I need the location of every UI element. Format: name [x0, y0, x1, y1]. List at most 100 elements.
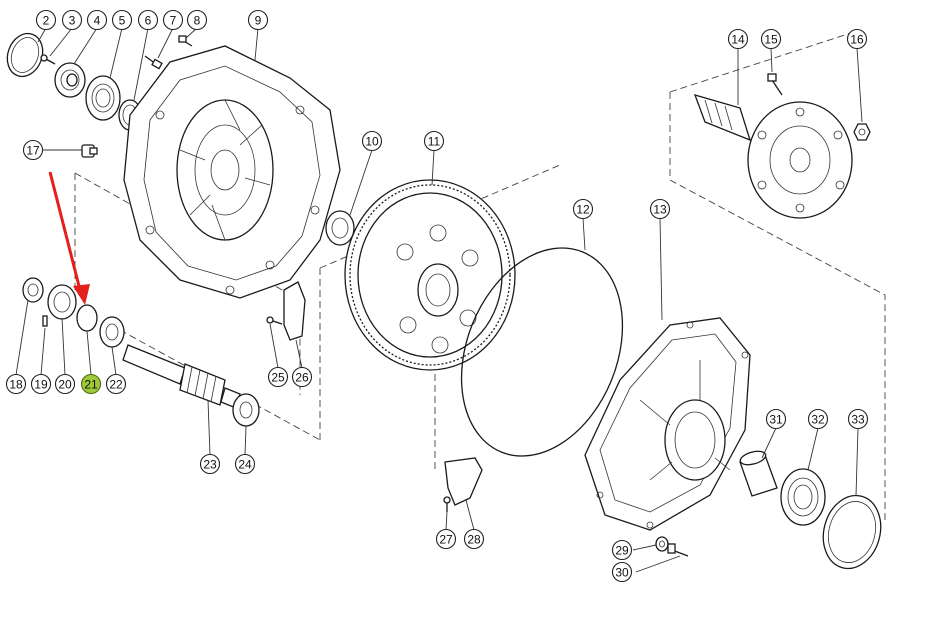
part-4-bearing-cap	[54, 62, 86, 98]
callout-circle-22	[105, 373, 127, 395]
callout-label-9: 9	[255, 14, 262, 28]
callout-circle-13	[649, 198, 671, 220]
callout-30: 30	[611, 561, 633, 583]
callout-17: 17	[22, 139, 44, 161]
callout-label-21: 21	[84, 378, 98, 392]
callout-21: 21	[80, 373, 102, 395]
callout-circle-12	[572, 198, 594, 220]
callout-circle-5	[111, 9, 133, 31]
callout-label-16: 16	[850, 33, 864, 47]
callout-circle-19	[30, 373, 52, 395]
callout-16: 16	[846, 28, 868, 50]
callout-23: 23	[199, 453, 221, 475]
callout-label-15: 15	[764, 33, 778, 47]
callout-circle-25	[267, 366, 289, 388]
callout-8: 8	[186, 9, 208, 31]
callout-32: 32	[807, 408, 829, 430]
callout-label-17: 17	[26, 144, 40, 158]
callout-circle-3	[61, 9, 83, 31]
callout-label-11: 11	[428, 135, 441, 149]
callout-circle-28	[463, 528, 485, 550]
part-33-snap-ring	[822, 494, 882, 570]
callout-circle-11	[423, 130, 445, 152]
callout-33: 33	[847, 408, 869, 430]
callout-label-10: 10	[365, 135, 379, 149]
part-13-cover-housing	[584, 317, 751, 531]
callout-leader-lines	[15, 27, 863, 573]
part-16-nut	[853, 123, 871, 141]
callout-label-13: 13	[653, 203, 667, 217]
callout-25: 25	[267, 366, 289, 388]
callout-circle-24	[234, 453, 256, 475]
part-17-plug	[81, 144, 98, 158]
callout-circle-18	[5, 373, 27, 395]
callout-label-14: 14	[731, 33, 745, 47]
callout-circle-32	[807, 408, 829, 430]
part-7-bolt	[144, 55, 163, 70]
callout-9: 9	[247, 9, 269, 31]
callout-label-19: 19	[34, 378, 48, 392]
callout-24: 24	[234, 453, 256, 475]
callout-label-3: 3	[69, 14, 76, 28]
callout-label-23: 23	[203, 458, 217, 472]
callout-15: 15	[760, 28, 782, 50]
part-23-pinion-shaft	[122, 344, 241, 409]
assembly-guide-lines	[74, 29, 886, 520]
callout-12: 12	[572, 198, 594, 220]
callout-circle-26	[291, 366, 313, 388]
callout-4: 4	[86, 9, 108, 31]
callout-label-27: 27	[439, 533, 453, 547]
callout-19: 19	[30, 373, 52, 395]
part-14-flange-shaft	[693, 94, 853, 219]
part-2-snap-ring	[6, 32, 44, 78]
callout-label-22: 22	[109, 378, 123, 392]
callout-20: 20	[54, 373, 76, 395]
callout-3: 3	[61, 9, 83, 31]
part-20-nut	[47, 284, 77, 320]
callout-10: 10	[361, 130, 383, 152]
callout-label-26: 26	[295, 371, 309, 385]
callout-31: 31	[765, 408, 787, 430]
part-24-bearing	[232, 393, 260, 427]
callout-label-33: 33	[851, 413, 865, 427]
callout-label-18: 18	[9, 378, 23, 392]
callout-label-12: 12	[576, 203, 590, 217]
part-12-o-ring	[460, 247, 624, 457]
callout-circle-17	[22, 139, 44, 161]
callout-circle-21	[80, 373, 102, 395]
callout-label-32: 32	[811, 413, 825, 427]
callout-circle-29	[611, 539, 633, 561]
callout-label-20: 20	[58, 378, 72, 392]
callout-26: 26	[291, 366, 313, 388]
part-22-bearing	[99, 316, 125, 348]
part-28-bracket	[444, 457, 483, 506]
part-21-o-ring	[76, 304, 98, 332]
part-19-pin	[42, 315, 48, 327]
callout-11: 11	[423, 130, 445, 152]
callout-7: 7	[162, 9, 184, 31]
callout-13: 13	[649, 198, 671, 220]
callout-6: 6	[137, 9, 159, 31]
part-10-bearing	[325, 210, 355, 246]
callout-circle-6	[137, 9, 159, 31]
callout-circle-30	[611, 561, 633, 583]
callout-label-7: 7	[170, 14, 177, 28]
callout-circle-7	[162, 9, 184, 31]
callout-circle-33	[847, 408, 869, 430]
red-pointer-arrow	[48, 171, 90, 305]
callout-label-24: 24	[238, 458, 252, 472]
callout-label-5: 5	[119, 14, 126, 28]
part-32-bearing	[780, 468, 826, 526]
callout-circle-15	[760, 28, 782, 50]
callout-label-2: 2	[43, 14, 50, 28]
part-9-gear-housing	[123, 45, 341, 299]
callout-28: 28	[463, 528, 485, 550]
part-18-ring	[22, 277, 44, 303]
callout-14: 14	[727, 28, 749, 50]
callout-22: 22	[105, 373, 127, 395]
callout-label-8: 8	[194, 14, 201, 28]
callout-circle-2	[35, 9, 57, 31]
part-15-bolt	[767, 73, 783, 96]
